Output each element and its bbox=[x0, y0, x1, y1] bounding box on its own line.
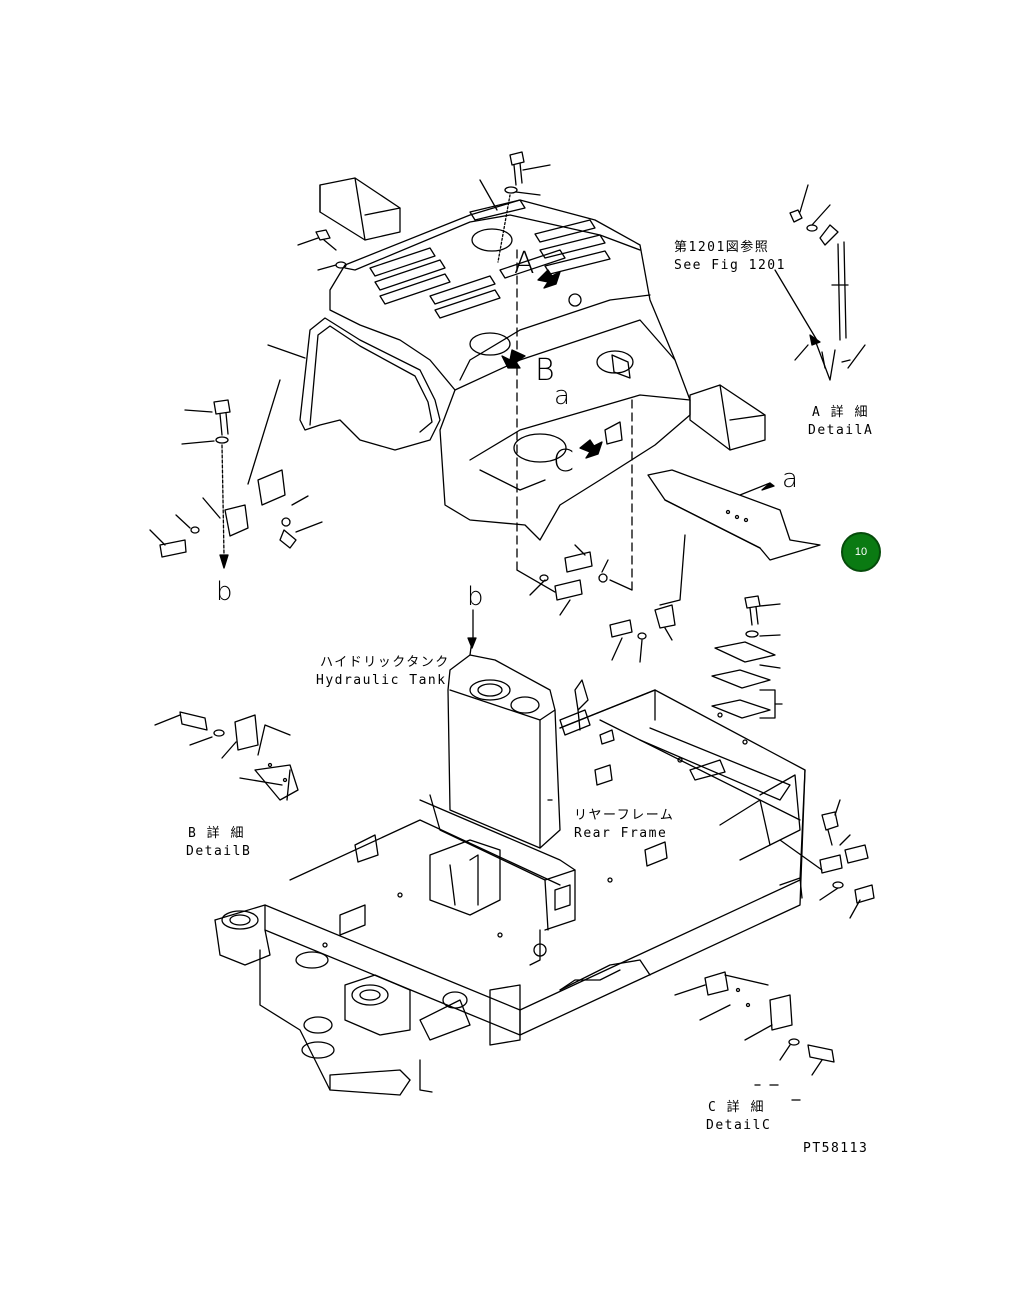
rear-frame bbox=[214, 679, 806, 1096]
drawing-number: PT58113 bbox=[803, 1141, 869, 1156]
rear-frame-label-jp: リヤーフレーム bbox=[574, 808, 675, 823]
hydraulic-tank bbox=[447, 609, 561, 849]
detail-b-title-jp: B 詳 細 bbox=[188, 826, 245, 841]
hydraulic-tank-label-en: Hydraulic Tank bbox=[316, 673, 447, 688]
detail-c-title-en: DetailC bbox=[706, 1118, 772, 1133]
callout-number-badge[interactable]: 10 bbox=[841, 532, 881, 572]
callout-C: C bbox=[553, 444, 574, 479]
rear-frame-label-en: Rear Frame bbox=[574, 826, 668, 841]
detail-b-title-en: DetailB bbox=[186, 844, 252, 859]
ref-b-tank: b bbox=[467, 582, 484, 612]
detail-a-title-en: DetailA bbox=[808, 423, 874, 438]
detail-b-parts bbox=[154, 711, 299, 801]
cross-plate bbox=[647, 469, 821, 606]
detail-a-title-jp: A 詳 細 bbox=[812, 405, 869, 420]
ref-b-left: b bbox=[216, 577, 233, 607]
ref-a-right: a bbox=[782, 464, 798, 494]
left-bracket-assembly bbox=[149, 379, 323, 569]
detail-c-title-jp: C 詳 細 bbox=[708, 1100, 765, 1115]
right-shims bbox=[711, 595, 783, 719]
hood-cover bbox=[299, 177, 766, 591]
detail-c-parts bbox=[674, 971, 835, 1101]
ref-a-upper: a bbox=[554, 381, 570, 411]
detail-a-parts bbox=[774, 184, 866, 381]
frame-side-parts bbox=[779, 799, 875, 919]
see-fig-label-jp: 第1201図参照 bbox=[674, 240, 770, 255]
left-top-bolts bbox=[267, 229, 347, 359]
top-bolt bbox=[479, 151, 551, 263]
callout-B: B bbox=[535, 353, 555, 388]
see-fig-label-en: See Fig 1201 bbox=[674, 258, 786, 273]
callout-A: A bbox=[514, 246, 535, 281]
middle-bolts bbox=[516, 544, 676, 663]
hydraulic-tank-label-jp: ハイドリックタンク bbox=[320, 655, 450, 670]
